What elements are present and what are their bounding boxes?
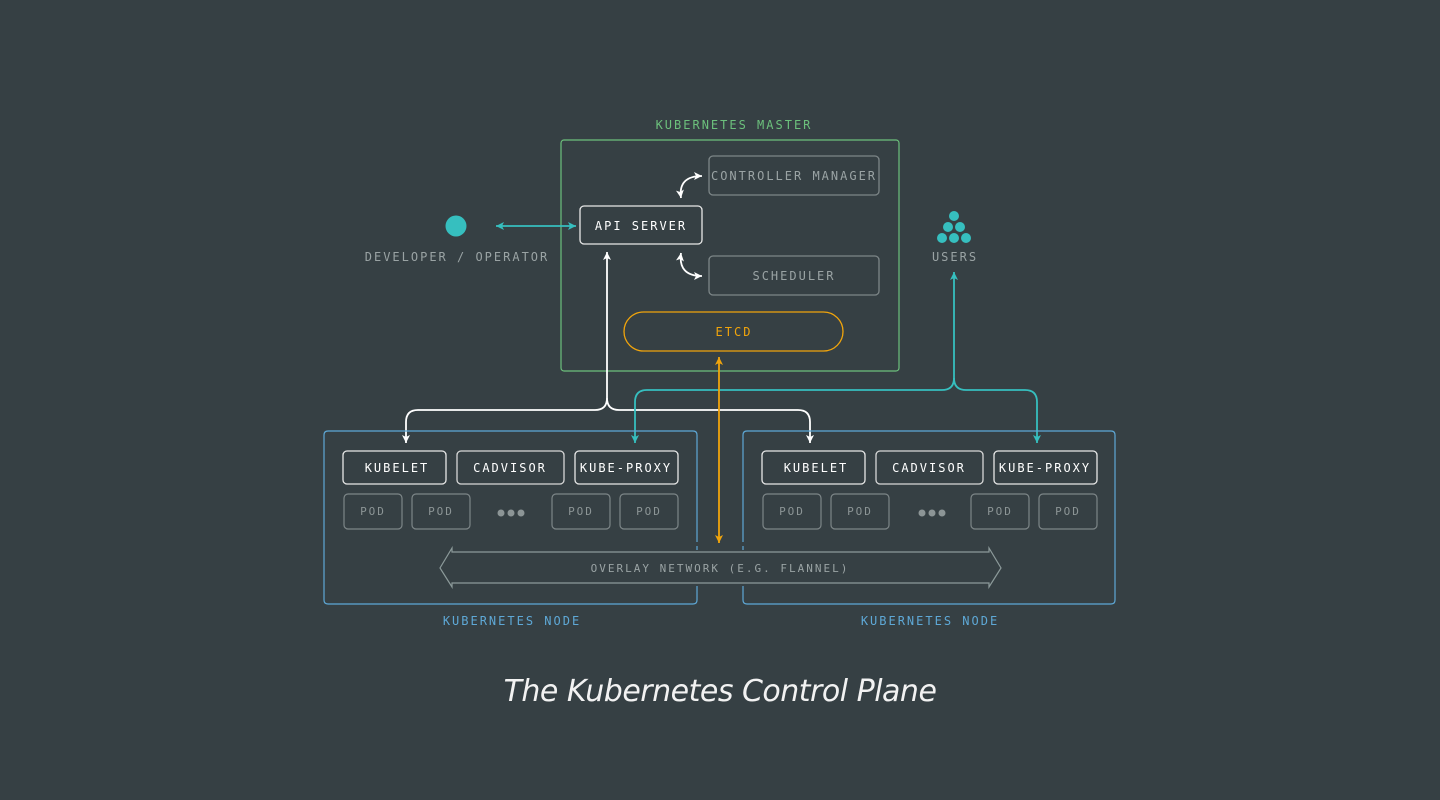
pod-label: POD — [779, 505, 805, 518]
node-1-pod-4[interactable]: POD — [619, 493, 679, 530]
pod-label: POD — [428, 505, 454, 518]
kube-proxy-label: KUBE-PROXY — [580, 461, 672, 475]
node-2-cadvisor[interactable]: CADVISOR — [875, 450, 984, 485]
overlay-network[interactable]: OVERLAY NETWORK (E.G. FLANNEL) — [439, 545, 1002, 590]
etcd-label: ETCD — [716, 325, 753, 339]
node-1-pod-2[interactable]: POD — [411, 493, 471, 530]
node-2-kube-proxy[interactable]: KUBE-PROXY — [993, 450, 1098, 485]
node-1-pod-1[interactable]: POD — [343, 493, 403, 530]
api-kubelet-connector-right — [606, 397, 814, 443]
api-scheduler-arrow — [676, 252, 703, 280]
api-controller-arrow — [675, 172, 703, 199]
node-1-kubelet[interactable]: KUBELET — [342, 450, 447, 485]
node-gap-mask — [690, 550, 750, 586]
node-1-label: KUBERNETES NODE — [443, 614, 581, 628]
node-2-more-pods-icon — [918, 509, 946, 517]
master-label: KUBERNETES MASTER — [656, 118, 813, 132]
node-1-kube-proxy[interactable]: KUBE-PROXY — [574, 450, 679, 485]
developer-icon — [445, 215, 467, 237]
node-1-more-pods-icon — [497, 509, 525, 517]
node-box-left — [323, 430, 698, 605]
developer-label: DEVELOPER / OPERATOR — [365, 250, 550, 264]
api-server-label: API SERVER — [595, 219, 687, 233]
node-box-right — [742, 430, 1116, 605]
node-1-pod-3[interactable]: POD — [551, 493, 611, 530]
node-2-pod-1[interactable]: POD — [762, 493, 822, 530]
users-proxy-connector — [631, 272, 958, 443]
node-2-label: KUBERNETES NODE — [861, 614, 999, 628]
node-2-pod-3[interactable]: POD — [970, 493, 1030, 530]
node-2-pod-2[interactable]: POD — [830, 493, 890, 530]
kubelet-label: KUBELET — [784, 461, 849, 475]
pod-label: POD — [987, 505, 1013, 518]
kube-proxy-label: KUBE-PROXY — [999, 461, 1091, 475]
node-2-kubelet[interactable]: KUBELET — [761, 450, 866, 485]
api-server-box[interactable]: API SERVER — [579, 205, 703, 245]
pod-label: POD — [847, 505, 873, 518]
users-icon — [937, 211, 971, 243]
pod-label: POD — [1055, 505, 1081, 518]
controller-manager-label: CONTROLLER MANAGER — [711, 169, 877, 183]
api-kubelet-connector — [402, 252, 611, 443]
users-proxy-connector-right — [953, 377, 1041, 443]
etcd-box[interactable]: ETCD — [623, 311, 844, 352]
pod-label: POD — [568, 505, 594, 518]
scheduler-label: SCHEDULER — [752, 269, 835, 283]
cadvisor-label: CADVISOR — [473, 461, 547, 475]
controller-manager-box[interactable]: CONTROLLER MANAGER — [708, 155, 880, 196]
overlay-network-label: OVERLAY NETWORK (E.G. FLANNEL) — [591, 562, 850, 575]
pod-label: POD — [636, 505, 662, 518]
diagram-caption: The Kubernetes Control Plane — [503, 674, 937, 709]
node-2-pod-4[interactable]: POD — [1038, 493, 1098, 530]
users-label: USERS — [932, 250, 978, 264]
node-1-cadvisor[interactable]: CADVISOR — [456, 450, 565, 485]
cadvisor-label: CADVISOR — [892, 461, 966, 475]
scheduler-box[interactable]: SCHEDULER — [708, 255, 880, 296]
kubelet-label: KUBELET — [365, 461, 430, 475]
pod-label: POD — [360, 505, 386, 518]
